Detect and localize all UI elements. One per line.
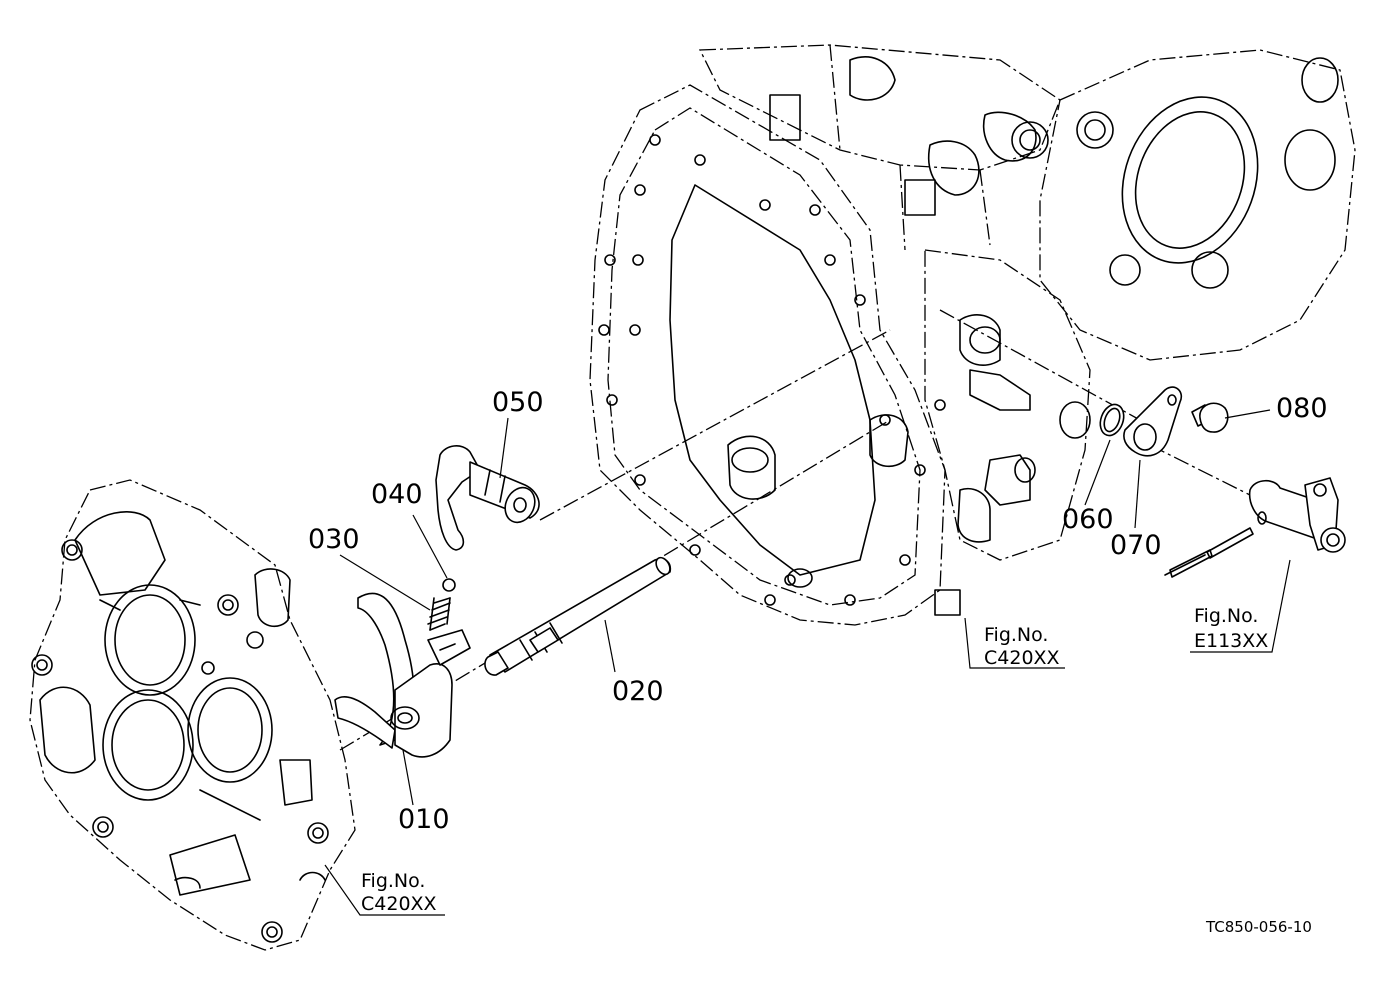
part-label-020: 020 [612,676,664,707]
shift-fork-010 [334,592,471,758]
fig-ref-arm-line1: Fig.No. [1194,605,1258,627]
transmission-case [589,44,1356,626]
part-number-labels: 010 020 030 040 050 060 070 080 [308,387,1328,835]
shift-rod-020 [484,556,672,676]
figure-references: Fig.No. C420XX Fig.No. C420XX Fig.No. E1… [361,605,1268,915]
ball-040 [442,578,456,592]
fig-ref-main-line1: Fig.No. [984,624,1048,646]
part-label-060: 060 [1062,504,1114,535]
leader-lines [324,409,1291,916]
part-label-050: 050 [492,387,544,418]
front-cover [29,479,356,951]
fig-ref-cover-line2: C420XX [361,893,437,915]
part-label-080: 080 [1276,393,1328,424]
bolt-080 [1191,402,1229,433]
o-ring-060 [1099,403,1125,437]
flange-bolt-holes [598,134,946,606]
external-lever-assembly [1164,477,1346,578]
shaft-centerline [339,419,891,751]
gasket-plate-070 [1123,386,1183,457]
part-label-070: 070 [1110,530,1162,561]
part-label-010: 010 [398,804,450,835]
drawing-code: TC850-056-10 [1205,918,1312,936]
shift-arm-050 [435,445,540,551]
fig-ref-arm-line2: E113XX [1194,630,1268,652]
part-label-030: 030 [308,524,360,555]
spring-030 [427,597,451,631]
fig-ref-main-line2: C420XX [984,647,1060,669]
fig-ref-cover-line1: Fig.No. [361,870,425,892]
part-label-040: 040 [371,479,423,510]
